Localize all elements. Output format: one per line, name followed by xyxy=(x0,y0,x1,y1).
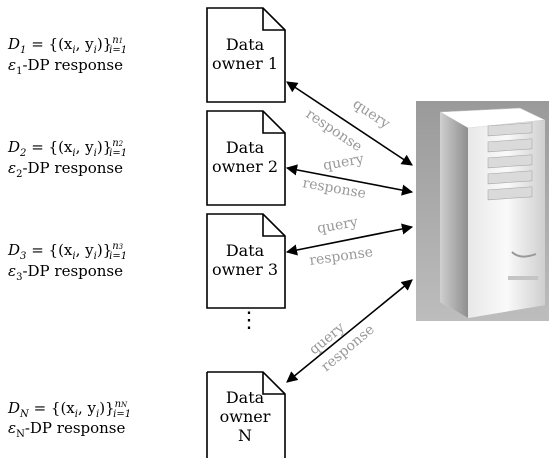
owner-label-3-line1: Data xyxy=(225,241,265,260)
owner-label-1-line2: owner 1 xyxy=(211,54,278,73)
ellipsis-vertical: ⋮ xyxy=(238,308,260,333)
response-label-2: response xyxy=(301,175,367,202)
dataset-label-n: DN = {(xi, yi)}nNi=1 xyxy=(8,399,132,420)
dataset-label-2: D2 = {(xi, yi)}n2i=1 xyxy=(8,138,128,159)
owner-label-3: Data owner 3 xyxy=(207,241,283,279)
owner-label-2: Data owner 2 xyxy=(207,138,283,176)
dp-response-label-2: ε2-DP response xyxy=(8,159,124,181)
owner-label-n-line1: Data xyxy=(225,388,265,407)
arrow-owner-3 xyxy=(285,223,414,256)
server-icon xyxy=(416,101,549,321)
owner-label-1-line1: Data xyxy=(225,35,265,54)
dp-response-label-n: εN-DP response xyxy=(8,419,126,441)
arrow-owner-n xyxy=(286,279,413,383)
query-label-2: query xyxy=(322,151,365,174)
document-icon-owner-2 xyxy=(206,110,286,206)
document-icon-owner-3 xyxy=(206,213,286,309)
dataset-label-1: D1 = {(xi, yi)}n1i=1 xyxy=(8,35,128,56)
dp-response-label-3: ε3-DP response xyxy=(8,262,124,284)
owner-label-2-line1: Data xyxy=(225,138,265,157)
owner-label-1: Data owner 1 xyxy=(207,35,283,73)
document-icon-owner-1 xyxy=(206,7,286,103)
query-label-3: query xyxy=(316,214,359,237)
owner-label-n-line2: owner xyxy=(219,407,271,426)
owner-label-n: Data owner N xyxy=(207,388,283,445)
owner-label-3-line2: owner 3 xyxy=(211,260,278,279)
arrow-owner-2 xyxy=(285,164,414,196)
owner-label-2-line2: owner 2 xyxy=(211,157,278,176)
arrow-owner-1 xyxy=(286,81,413,166)
query-label-1: query xyxy=(350,96,393,132)
dataset-label-3: D3 = {(xi, yi)}n3i=1 xyxy=(8,241,128,262)
document-icon-owner-n xyxy=(206,371,286,458)
owner-label-n-line3: N xyxy=(238,426,252,445)
dp-response-label-1: ε1-DP response xyxy=(8,56,124,78)
response-label-3: response xyxy=(308,244,374,269)
